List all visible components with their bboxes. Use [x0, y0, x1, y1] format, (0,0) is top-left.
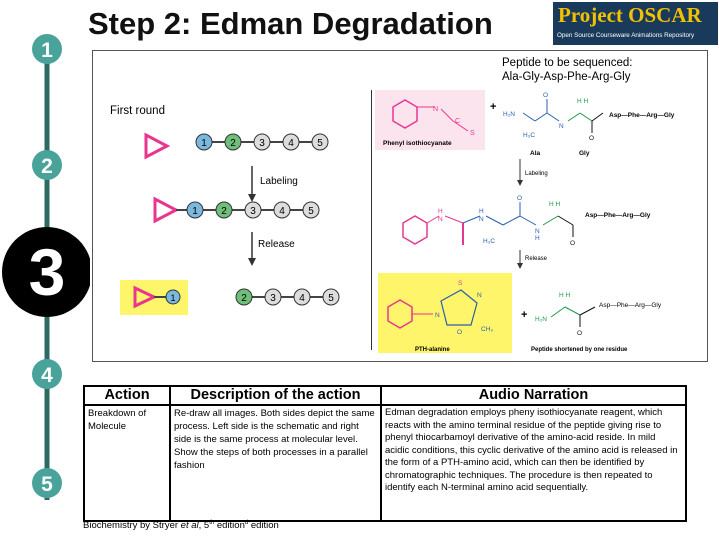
peptide-title: Peptide to be sequenced:: [502, 57, 633, 69]
svg-text:C: C: [455, 118, 460, 125]
svg-text:N: N: [438, 216, 443, 223]
logo-text: Project OSCAR: [558, 3, 702, 27]
svg-text:S: S: [458, 280, 463, 287]
step-5-label: 5: [41, 473, 53, 496]
schematic-diagram: 1 2 3 4 5 Labeling 1 2 3 4 5 Release 1: [120, 132, 340, 315]
svg-text:CH₃: CH₃: [481, 326, 493, 333]
svg-text:O: O: [570, 240, 575, 247]
step-navigation: 1 2 3 4 5: [2, 34, 90, 500]
rest-chain-1: Asp—Phe—Arg—Gly: [609, 112, 675, 119]
panel-divider: [371, 90, 372, 350]
phenyl-isothiocyanate-label: Phenyl isothiocyanate: [383, 140, 452, 147]
header-action: Action: [83, 385, 171, 406]
labeling-label: Labeling: [260, 176, 298, 187]
svg-text:+: +: [490, 101, 496, 113]
svg-text:O: O: [589, 135, 594, 142]
step-3-button[interactable]: 3: [2, 227, 90, 317]
table-row: Breakdown of Molecule Re-draw all images…: [83, 404, 687, 522]
svg-text:H H: H H: [559, 292, 571, 299]
svg-text:N: N: [435, 312, 440, 319]
header-description: Description of the action: [169, 385, 382, 406]
tag-triangle-icon: [144, 132, 171, 160]
svg-text:N: N: [477, 292, 482, 299]
rest-chain-3: Asp—Phe—Arg—Gly: [599, 302, 662, 309]
pth-alanine-structure: S N N O CH₃: [387, 280, 493, 336]
bead-3: 3: [270, 293, 276, 304]
bead-4: 4: [288, 138, 294, 149]
step-1-label: 1: [41, 39, 53, 62]
peptide-chain-row1: 1 2 3 4 5: [195, 133, 329, 151]
release-label: Release: [258, 239, 295, 250]
step-2-button[interactable]: 2: [32, 150, 62, 180]
pth-alanine-box: [378, 273, 512, 353]
svg-text:N: N: [535, 228, 540, 235]
step-3-label: 3: [29, 235, 66, 309]
bead-4: 4: [279, 206, 285, 217]
svg-text:N: N: [559, 123, 564, 130]
page-title: Step 2: Edman Degradation: [88, 6, 493, 41]
description-cell: Re-draw all images. Both sides depict th…: [169, 404, 382, 522]
pth-alanine-label: PTH-alanine: [415, 347, 450, 353]
svg-text:H: H: [479, 208, 484, 215]
bead-2: 2: [221, 206, 227, 217]
ptc-peptide-structure: H N H N H₃C O N H H H O Asp—Phe—Arg—Gly: [402, 195, 651, 247]
svg-text:O: O: [543, 92, 548, 99]
svg-text:H H: H H: [549, 201, 561, 208]
step-1-button[interactable]: 1: [32, 34, 62, 64]
bead-4: 4: [299, 293, 305, 304]
bead-3: 3: [250, 206, 256, 217]
svg-text:O: O: [577, 330, 582, 337]
svg-text:O: O: [517, 195, 522, 202]
narration-cell: Edman degradation employs pheny isothioc…: [380, 404, 687, 522]
svg-text:O: O: [457, 329, 462, 336]
step-4-label: 4: [41, 364, 53, 387]
release-chem-label: Release: [525, 256, 548, 262]
svg-text:H: H: [438, 208, 443, 215]
svg-text:H₃C: H₃C: [483, 238, 495, 245]
svg-text:H₃C: H₃C: [523, 132, 535, 139]
ala-gly-structure: H₂N O N H H O Asp—Phe—Arg—Gly H₃C Ala Gl…: [503, 92, 675, 157]
labeled-chain-row2: 1 2 3 4 5: [153, 196, 320, 224]
source-citation: Biochemistry by Stryer et al, 5th editio…: [83, 520, 279, 532]
bead-1: 1: [201, 138, 207, 149]
svg-text:H H: H H: [577, 98, 589, 105]
shortened-peptide-label: Peptide shortened by one residue: [531, 347, 628, 353]
gly-label: Gly: [579, 150, 590, 157]
svg-text:H: H: [535, 235, 540, 242]
svg-text:H₂N: H₂N: [535, 316, 547, 323]
svg-text:S: S: [470, 130, 475, 137]
molecular-diagram: N C S Phenyl isothiocyanate + H₂N O N H …: [375, 90, 675, 353]
svg-text:N: N: [433, 106, 438, 113]
svg-text:H₂N: H₂N: [503, 111, 515, 118]
logo-tagline: Open Source Courseware Animations Reposi…: [557, 32, 695, 39]
step-5-button[interactable]: 5: [32, 468, 62, 498]
first-round-label: First round: [110, 105, 165, 117]
bead-5: 5: [328, 293, 334, 304]
ala-label: Ala: [530, 150, 541, 157]
released-residue: 1: [133, 285, 181, 309]
header-narration: Audio Narration: [380, 385, 687, 406]
bead-1: 1: [192, 206, 198, 217]
bead-1: 1: [170, 293, 175, 303]
peptide-sequence: Ala-Gly-Asp-Phe-Arg-Gly: [502, 71, 631, 83]
bead-5: 5: [317, 138, 323, 149]
bead-2: 2: [241, 293, 247, 304]
step-4-button[interactable]: 4: [32, 359, 62, 389]
bead-3: 3: [259, 138, 265, 149]
labeling-chem-label: Labeling: [525, 171, 548, 177]
shortened-chain: 2 3 4 5: [235, 288, 340, 306]
project-oscar-logo[interactable]: Project OSCAR Open Source Courseware Ani…: [553, 2, 718, 45]
step-2-label: 2: [41, 155, 53, 178]
rest-chain-2: Asp—Phe—Arg—Gly: [585, 212, 651, 219]
svg-text:+: +: [521, 309, 527, 321]
action-table: Action Description of the action Audio N…: [83, 385, 687, 522]
table-header-row: Action Description of the action Audio N…: [83, 385, 687, 406]
svg-text:N: N: [479, 216, 484, 223]
shortened-peptide-structure: H₂N H H O Asp—Phe—Arg—Gly: [535, 292, 662, 337]
bead-2: 2: [230, 138, 236, 149]
action-cell: Breakdown of Molecule: [83, 404, 171, 522]
bead-5: 5: [308, 206, 314, 217]
